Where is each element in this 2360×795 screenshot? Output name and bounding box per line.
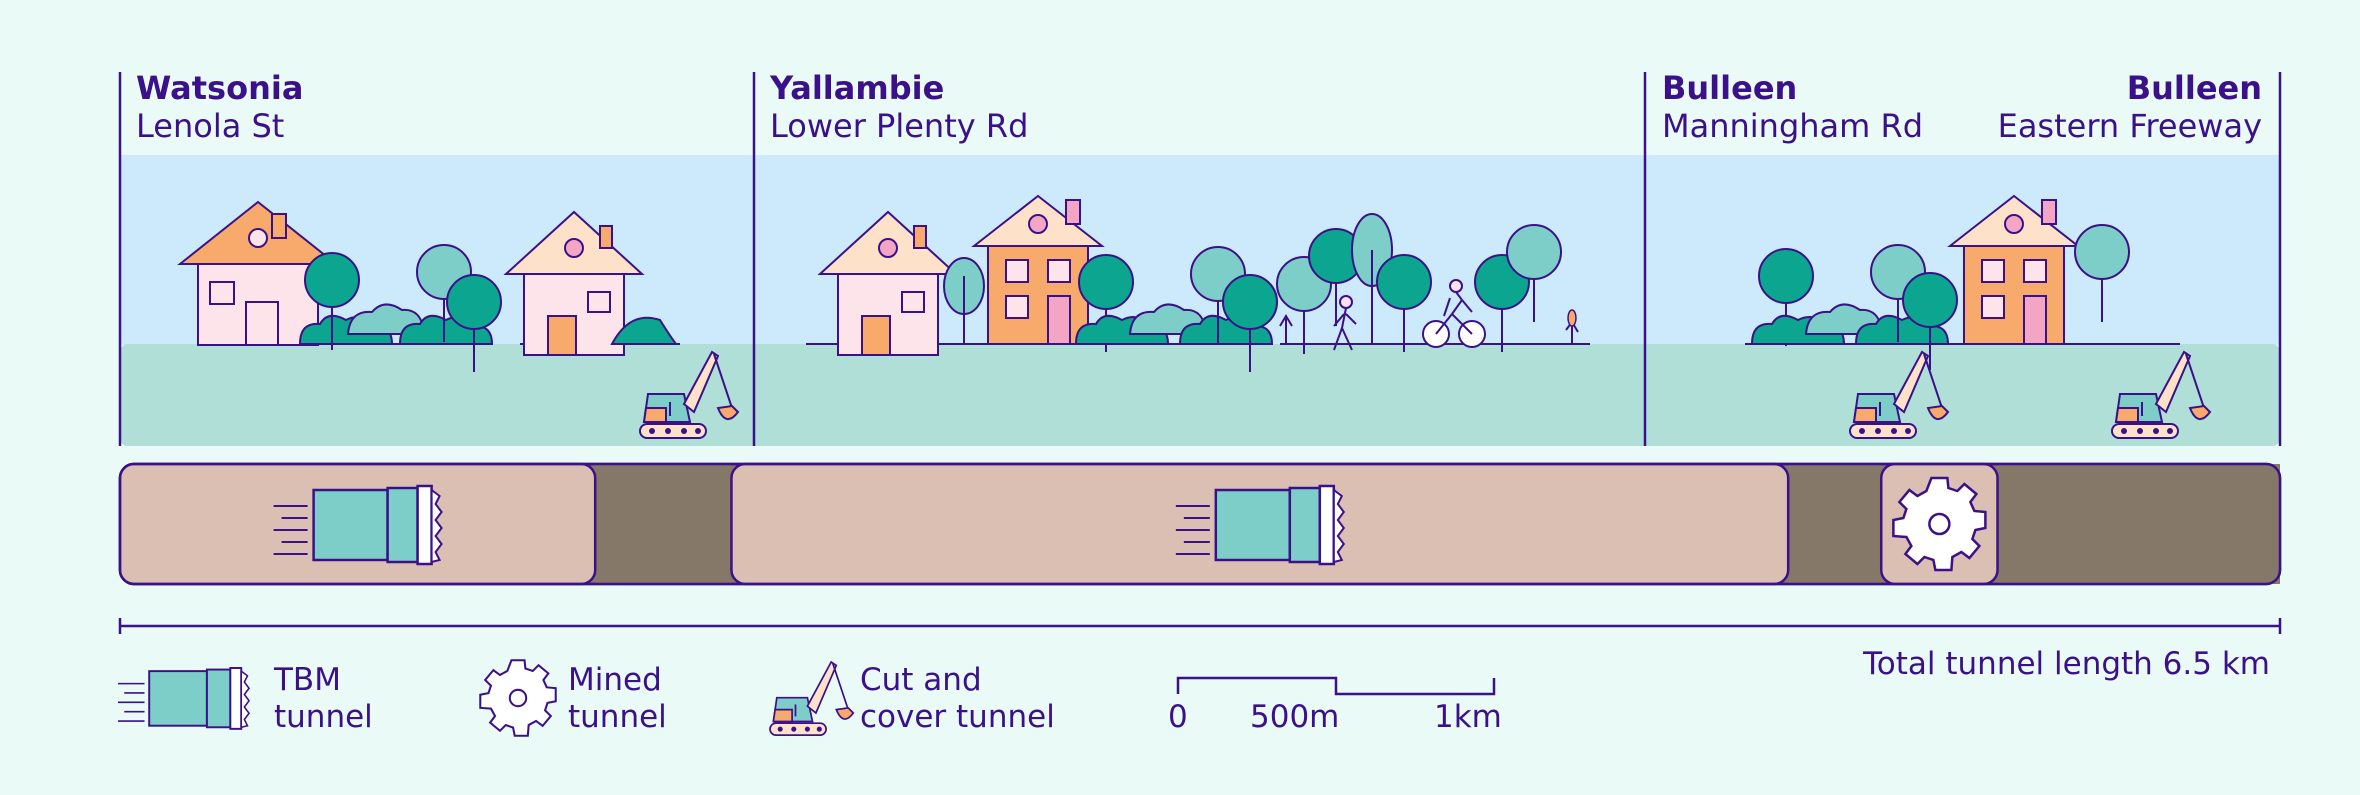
legend-tbm-icon <box>117 667 251 730</box>
scale-label: 500m <box>1250 699 1340 735</box>
scale-label: 1km <box>1434 699 1502 735</box>
legend-cutcover-label: Cut and <box>860 662 982 698</box>
total-length-label: Total tunnel length 6.5 km <box>1863 646 2270 682</box>
location-street: Eastern Freeway <box>1997 107 2262 145</box>
legend-mined-label: tunnel <box>568 699 667 735</box>
location-place: Watsonia <box>136 69 304 107</box>
cut-cover-section <box>1788 464 1882 584</box>
ground-band <box>120 344 2280 446</box>
cut-cover-section <box>1997 464 2280 584</box>
legend-mined-label: Mined <box>568 662 662 698</box>
cyclist-icon <box>1422 279 1486 348</box>
legend-excavator-icon <box>769 661 855 736</box>
location-street: Lenola St <box>136 107 285 145</box>
location-place: Yallambie <box>770 69 945 107</box>
cut-cover-section <box>595 464 732 584</box>
location-place: Bulleen <box>1662 69 1798 107</box>
scale-label: 0 <box>1168 699 1188 735</box>
location-place: Bulleen <box>2126 69 2262 107</box>
legend-tbm-label: TBM <box>274 662 341 698</box>
legend-gear-icon <box>479 659 557 737</box>
gear-icon <box>1892 476 1987 572</box>
scale-bar <box>1176 676 1496 696</box>
location-street: Lower Plenty Rd <box>770 107 1029 145</box>
tunnel-sections <box>118 462 2280 586</box>
legend-cutcover-label: cover tunnel <box>860 699 1055 735</box>
location-street: Manningham Rd <box>1662 107 1924 145</box>
pedestrian-icon <box>1333 295 1357 351</box>
legend-tbm-label: tunnel <box>274 699 373 735</box>
